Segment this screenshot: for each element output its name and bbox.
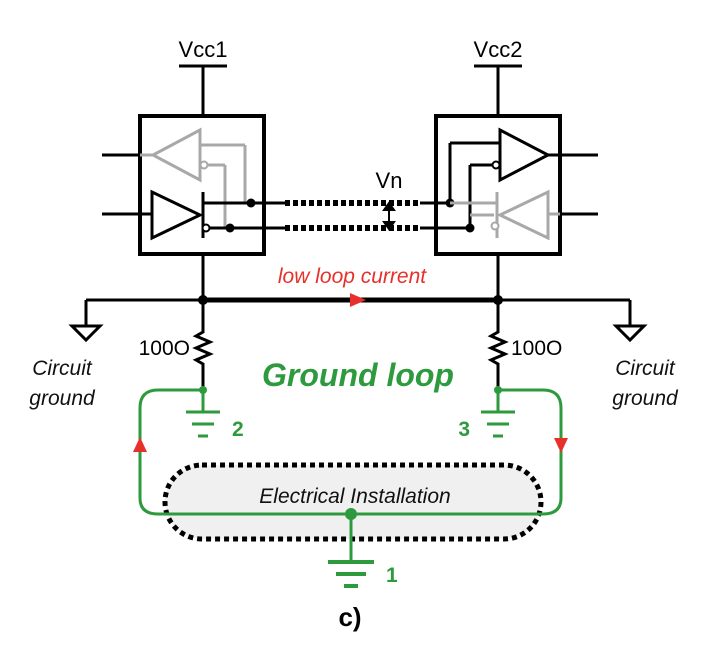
figure-caption: c) bbox=[338, 602, 361, 632]
ground-loop-title: Ground loop bbox=[262, 357, 454, 393]
loop-arrow-up-icon bbox=[133, 437, 147, 452]
installation-label: Electrical Installation bbox=[259, 485, 450, 508]
bus-pair bbox=[285, 200, 420, 231]
earth-ground-3-icon bbox=[481, 410, 515, 438]
resistor-right-icon bbox=[487, 300, 509, 388]
circuit-ground-left-line1: Circuit bbox=[32, 357, 93, 380]
left-receiver-icon bbox=[140, 127, 247, 228]
vn-label: Vn bbox=[376, 168, 403, 193]
node-3-label: 3 bbox=[458, 418, 470, 441]
vcc1-label: Vcc1 bbox=[179, 37, 228, 62]
circuit-ground-left-line2: ground bbox=[29, 387, 96, 410]
circuit-ground-right-line1: Circuit bbox=[615, 357, 676, 380]
resistor-left-icon bbox=[192, 300, 214, 388]
vn-arrow-icon bbox=[382, 201, 396, 231]
vcc2-label: Vcc2 bbox=[474, 37, 523, 62]
node-1-label: 1 bbox=[386, 564, 398, 587]
right-receiver-icon bbox=[420, 127, 560, 230]
loop-arrow-down-icon bbox=[554, 438, 568, 453]
earth-ground-2-icon bbox=[186, 410, 220, 438]
low-loop-current-label: low loop current bbox=[278, 265, 427, 288]
earth-ground-1-icon bbox=[328, 560, 374, 588]
circuit-ground-right-icon bbox=[612, 300, 648, 343]
vcc1-supply bbox=[179, 64, 227, 116]
resistor-left-label: 100O bbox=[139, 337, 190, 360]
right-driver-icon bbox=[450, 189, 560, 241]
circuit-ground-left-icon bbox=[68, 300, 104, 343]
node-2-label: 2 bbox=[232, 418, 244, 441]
resistor-right-label: 100O bbox=[511, 337, 562, 360]
current-arrow-icon bbox=[350, 293, 366, 307]
circuit-ground-right-line2: ground bbox=[612, 387, 679, 410]
vcc2-supply bbox=[474, 64, 522, 116]
electrical-installation-box bbox=[162, 462, 544, 542]
